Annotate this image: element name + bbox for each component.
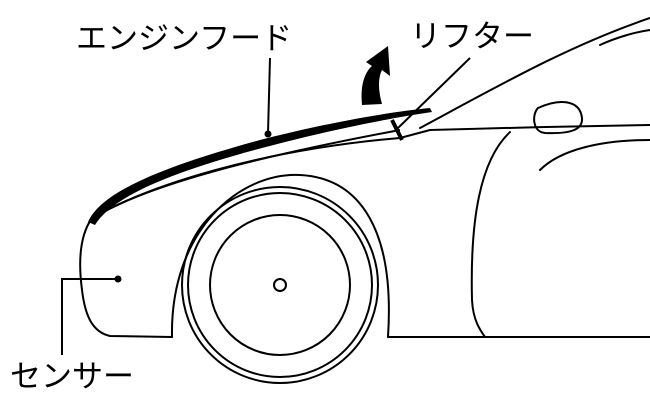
engine-hood-label: エンジンフード	[76, 21, 293, 57]
engine-hood	[88, 108, 432, 225]
roof-line	[599, 29, 650, 46]
door-line	[470, 131, 511, 338]
door-line-2	[539, 139, 650, 171]
lift-arrow-icon	[361, 46, 390, 105]
lifter-label: リフター	[410, 19, 534, 55]
side-mirror	[533, 101, 584, 135]
belt-line	[429, 124, 650, 131]
sensor-leader-line	[61, 278, 117, 355]
front-wheel	[181, 186, 379, 384]
hood-leader-line	[267, 57, 271, 134]
lifter-leader-line	[397, 57, 471, 129]
sensor-dot	[114, 275, 122, 283]
windshield-line	[419, 17, 650, 129]
wheel-arch	[170, 173, 390, 338]
lifter-strut	[390, 119, 404, 141]
hood-edge	[97, 129, 401, 216]
hood-dot	[264, 130, 272, 138]
car-front-bumper	[79, 217, 173, 338]
sensor-label: センサー	[10, 359, 134, 395]
